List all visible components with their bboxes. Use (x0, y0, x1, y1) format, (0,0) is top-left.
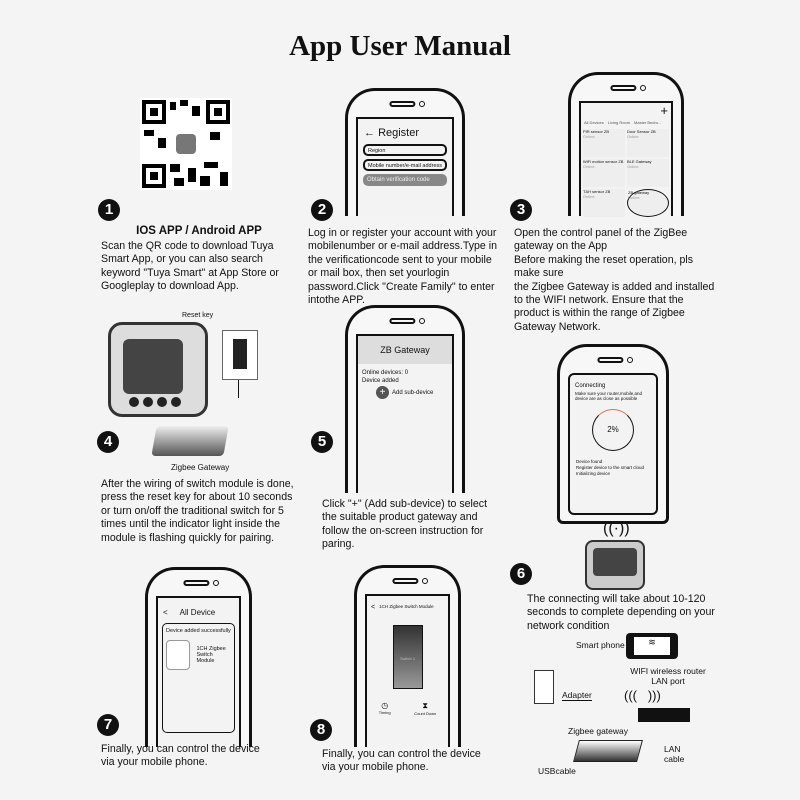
status-line: Device found (576, 459, 603, 464)
tab[interactable]: Master Bedro... (634, 120, 662, 125)
screen-title: Connecting (575, 383, 606, 389)
step5-text: Click "+" (Add sub-device) to select the… (322, 498, 488, 551)
qr-code (140, 98, 232, 190)
router-label: WIFI wireless router LAN port (630, 666, 706, 686)
step6-text: The connecting will take about 10-120 se… (527, 593, 715, 632)
step8-text: Finally, you can control the device via … (322, 748, 481, 774)
wifi-icon: ((·)) (603, 520, 630, 537)
device-icon (166, 640, 191, 670)
success-message: Device added successfully (166, 628, 231, 634)
success-card: Device added successfully 1CH Zigbee Swi… (162, 623, 235, 733)
wifi-waves-icon: ((( ))) (624, 688, 661, 703)
step-number: 7 (97, 714, 119, 736)
reset-key-label: Reset key (182, 312, 214, 319)
usb-cable-label: USBcable (538, 766, 576, 776)
step7-text: Finally, you can control the device via … (101, 743, 260, 769)
step-number: 1 (98, 199, 120, 221)
countdown-button[interactable]: ⧗Count Down (414, 701, 437, 716)
step-number: 6 (510, 563, 532, 585)
tab[interactable]: All Devices (584, 120, 604, 125)
lan-cable-label: LAN cable (664, 744, 685, 764)
smartphone-label: Smart phone (576, 640, 625, 650)
wall-switch-image (222, 330, 258, 380)
clock-icon: ◷ (381, 701, 389, 710)
status-line: Initializing device (576, 471, 611, 476)
step1-text: Scan the QR code to download Tuya Smart … (101, 240, 279, 293)
gateway-image (573, 740, 643, 762)
switch-module-image (585, 540, 645, 590)
screen-title: All Device (179, 608, 216, 617)
step-number: 2 (311, 199, 333, 221)
phone-switch-control: <1CH Zigbee Switch Module Switch 1 ◷Timi… (354, 565, 461, 747)
status-line: Register device to the smart cloud (576, 465, 645, 470)
step-number: 4 (97, 431, 119, 453)
adapter-label: Adapter (562, 690, 592, 701)
step4-text: After the wiring of switch module is don… (101, 478, 294, 544)
page-title: App User Manual (289, 30, 511, 62)
zigbee-gateway-image (151, 426, 229, 456)
screen-title: 1CH Zigbee Switch Module (379, 604, 434, 609)
phone-zb-gateway: ZB Gateway Online devices: 0 Device adde… (345, 305, 465, 493)
progress-ring: 2% (592, 409, 634, 451)
screen-title: Register (378, 127, 420, 139)
step1-heading: IOS APP / Android APP (136, 225, 262, 237)
phone-register: ← Register Region Mobile number/e-mail a… (345, 88, 465, 216)
phone-connecting: Connecting Make sure your router,mobile,… (557, 344, 669, 524)
online-devices: Online devices: 0 (362, 370, 409, 376)
tab[interactable]: Living Room (607, 120, 631, 125)
switch-module-image (108, 322, 208, 417)
obtain-code-button[interactable]: Obtain verification code (363, 174, 447, 186)
step2-text: Log in or register your account with you… (308, 227, 498, 307)
plus-icon: + (376, 386, 389, 399)
arrow-up-icon (238, 380, 239, 398)
step-number: 3 (510, 199, 532, 221)
add-icon[interactable]: + (660, 103, 668, 118)
step-number: 8 (310, 719, 332, 741)
hourglass-icon: ⧗ (422, 701, 429, 710)
gateway-label: Zigbee gateway (568, 726, 629, 736)
smartphone-image: ≋ (626, 633, 678, 659)
add-sub-device-button[interactable]: +Add sub-device (376, 386, 434, 399)
adapter-image (534, 670, 554, 704)
camera-icon (419, 101, 425, 107)
hint: Make sure your router,mobile,and device … (575, 391, 643, 401)
back-icon[interactable]: < (163, 608, 168, 617)
gateway-label: Zigbee Gateway (171, 463, 230, 472)
step-number: 5 (311, 431, 333, 453)
network-diagram: ≋ Smart phone WIFI wireless router LAN p… (520, 628, 710, 778)
back-icon[interactable]: < (371, 604, 376, 611)
switch-1-toggle[interactable]: Switch 1 (392, 625, 423, 689)
screen-title: ZB Gateway (358, 336, 452, 364)
speaker-icon (389, 101, 416, 107)
back-icon[interactable]: ← (364, 127, 375, 139)
step3-text: Open the control panel of the ZigBee gat… (514, 227, 715, 333)
timing-button[interactable]: ◷Timing (378, 701, 391, 715)
device-name: 1CH Zigbee Switch Module (196, 646, 226, 664)
device-added: Device added (362, 378, 399, 384)
router-image (638, 708, 690, 722)
region-field[interactable]: Region (363, 144, 447, 156)
phone-all-device: < All Device Device added successfully 1C… (145, 567, 252, 747)
